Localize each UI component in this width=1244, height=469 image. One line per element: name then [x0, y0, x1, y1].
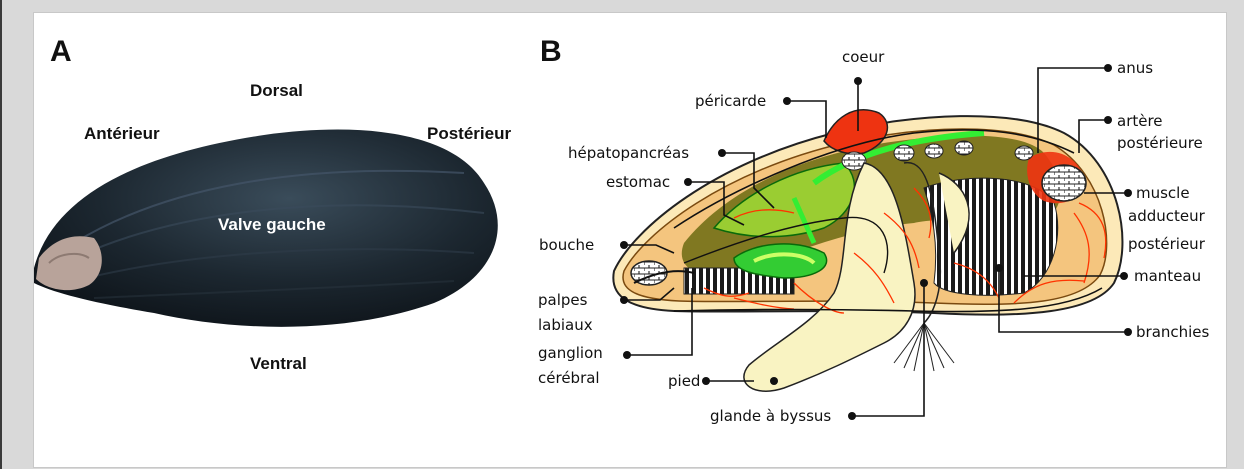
label-ganglion-2: cérébral [538, 366, 600, 390]
frame-edge [0, 0, 2, 469]
label-branchies: branchies [1136, 320, 1209, 344]
label-muscle-2: adducteur [1128, 204, 1205, 228]
label-anus: anus [1117, 56, 1153, 80]
label-estomac: estomac [606, 170, 670, 194]
label-ganglion-1: ganglion [538, 341, 603, 365]
label-muscle-1: muscle [1136, 181, 1190, 205]
label-pericarde: péricarde [695, 89, 766, 113]
label-pied: pied [668, 369, 700, 393]
label-artere-1: artère [1117, 109, 1163, 133]
label-glande-byssus: glande à byssus [710, 404, 831, 428]
panel-b-letter: B [540, 35, 562, 69]
label-manteau: manteau [1134, 264, 1201, 288]
label-muscle-3: postérieur [1128, 232, 1205, 256]
label-palpes-1: palpes [538, 288, 587, 312]
label-coeur: coeur [842, 45, 884, 69]
label-hepatopancreas: hépatopancréas [568, 141, 689, 165]
figure-svg [34, 13, 1228, 469]
label-bouche: bouche [539, 233, 594, 257]
mussel-anatomy [613, 110, 1122, 391]
valve-label: Valve gauche [218, 215, 326, 235]
label-artere-2: postérieure [1117, 131, 1203, 155]
label-palpes-2: labiaux [538, 313, 593, 337]
figure-frame: A Dorsal Antérieur Postérieur Ventral [33, 12, 1227, 468]
